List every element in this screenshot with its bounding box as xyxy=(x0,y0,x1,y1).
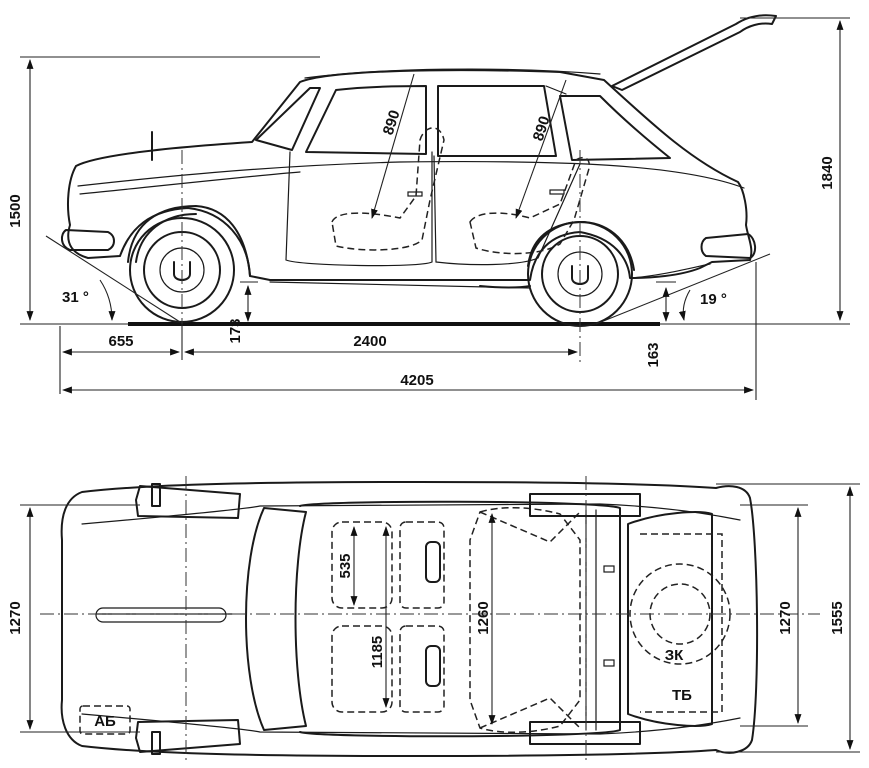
rear-seat-outline xyxy=(469,156,590,255)
height-label: 1500 xyxy=(7,194,24,227)
rear-bumper xyxy=(700,233,756,259)
side-view: 1500 1840 655 2400 4205 173 163 31 ° 19 … xyxy=(7,14,850,400)
front-track-label: 1270 xyxy=(7,601,24,634)
wheelbase-label: 2400 xyxy=(353,333,386,350)
height-open-label: 1840 xyxy=(819,156,836,189)
open-tailgate xyxy=(611,14,777,91)
spare-wheel-label: ЗК xyxy=(665,647,684,664)
length-label: 4205 xyxy=(400,372,433,389)
fuel-tank-label: ТБ xyxy=(672,687,692,704)
front-door-window xyxy=(305,85,427,155)
rear-track-label: 1270 xyxy=(777,601,794,634)
front-seat-reach-arrow xyxy=(371,73,415,219)
rear-seat-reach-label: 890 xyxy=(530,114,554,143)
battery-label: АБ xyxy=(94,713,116,730)
front-clearance-label: 173 xyxy=(227,318,244,343)
rear-seat-reach-arrow xyxy=(515,79,567,219)
cabin-roof xyxy=(245,507,307,731)
overall-width-label: 1555 xyxy=(829,601,846,634)
seat-depth-label: 535 xyxy=(337,553,354,578)
departure-angle-label: 19 ° xyxy=(700,291,727,308)
approach-angle-label: 31 ° xyxy=(62,289,89,306)
seat-width-label: 1185 xyxy=(369,636,386,669)
front-overhang-label: 655 xyxy=(108,333,133,350)
front-seat-reach-label: 890 xyxy=(380,108,404,137)
belt-line xyxy=(77,160,745,189)
rear-wheel xyxy=(527,221,635,327)
front-seat-outline xyxy=(331,127,445,251)
front-wheel xyxy=(127,205,251,323)
roof-rack xyxy=(304,68,601,79)
tailgate-top xyxy=(627,511,713,727)
rear-door xyxy=(433,155,581,266)
inner-width-label: 1260 xyxy=(475,601,492,634)
front-bumper xyxy=(60,229,115,251)
top-view: 1270 1270 1555 535 1185 1260 АБ ЗК ТБ xyxy=(7,476,860,760)
car-body-outline xyxy=(67,69,753,281)
car-top-outline xyxy=(60,481,759,757)
rear-clearance-label: 163 xyxy=(645,342,662,367)
rear-side-window xyxy=(559,95,671,161)
windshield xyxy=(255,87,321,151)
rear-seat-bench xyxy=(469,507,581,733)
front-door xyxy=(285,151,433,267)
battery-box xyxy=(79,705,131,735)
rear-door-window xyxy=(437,85,557,157)
front-seats xyxy=(331,521,445,713)
